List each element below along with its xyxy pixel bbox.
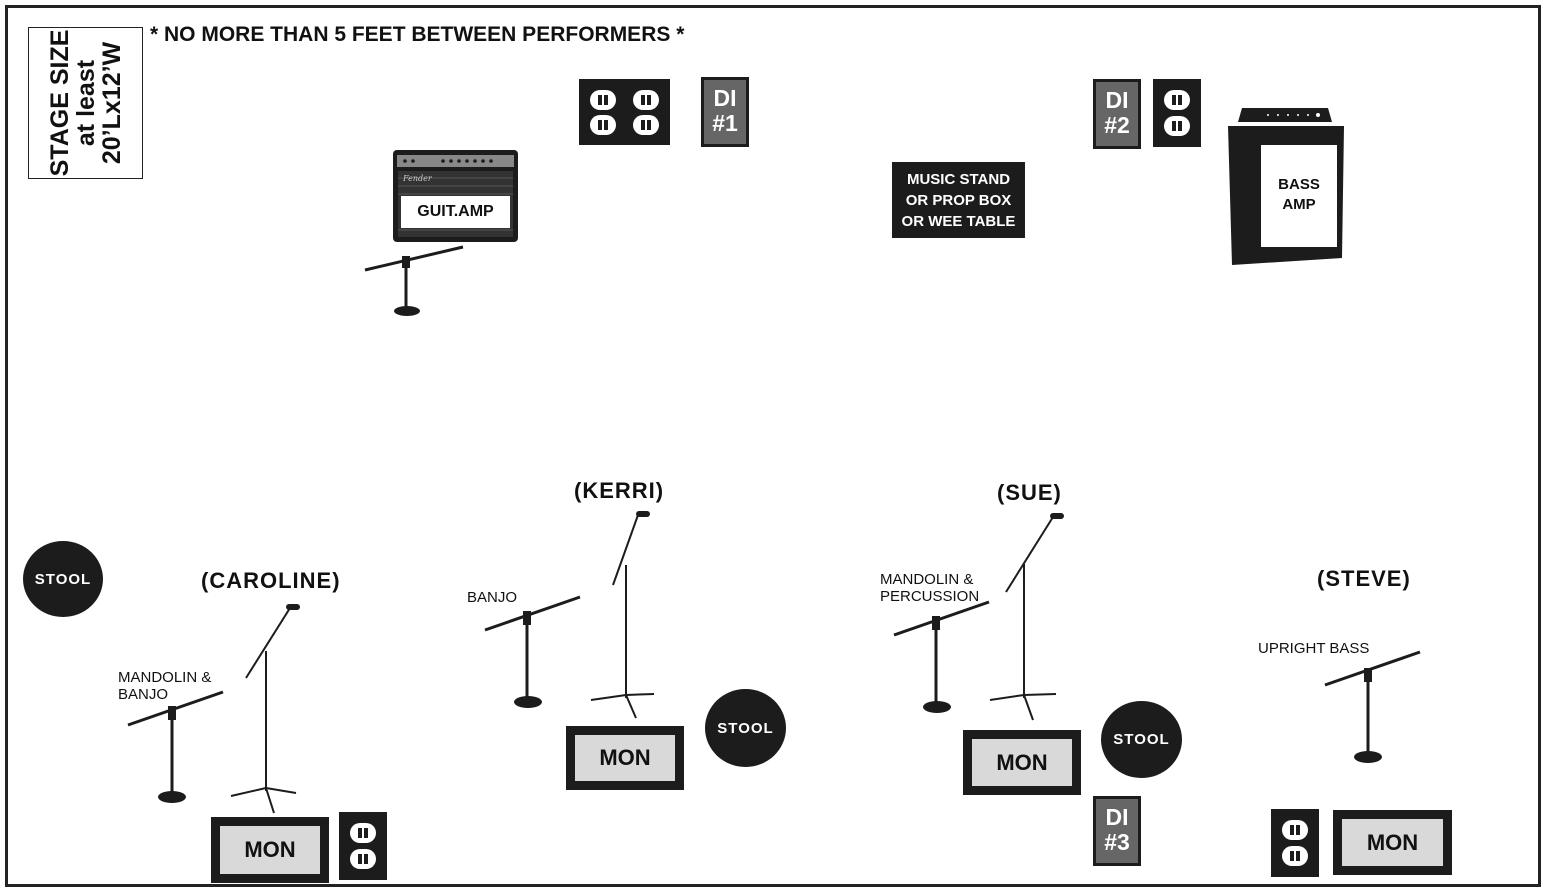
stool-kerri: STOOL (705, 689, 786, 767)
music-stand-line2: OR PROP BOX (905, 192, 1012, 209)
performer-sue-instrument: MANDOLIN & PERCUSSION (880, 571, 979, 605)
monitor-kerri: MON (566, 726, 684, 790)
monitor-steve: MON (1333, 810, 1452, 875)
kerri-boom-mic-stand-icon (484, 595, 581, 708)
performer-caroline-name: (CAROLINE) (201, 568, 341, 593)
duplex-power-outlet-icon (1153, 79, 1201, 147)
caroline-boom-mic-stand-icon (127, 690, 224, 803)
monitor-caroline: MON (211, 817, 329, 883)
performer-caroline-instrument: MANDOLIN & BANJO (118, 669, 211, 703)
stage-size-box: STAGE SIZE at least 20’Lx12’W (28, 27, 143, 179)
stage-border (5, 5, 1541, 887)
di-3-number: #3 (1104, 829, 1130, 855)
stool-sue: STOOL (1101, 701, 1182, 778)
guitar-amp-label: GUIT.AMP (401, 196, 510, 228)
di-2-label: DI (1105, 87, 1129, 113)
performer-kerri-instrument: BANJO (467, 589, 518, 606)
monitor-kerri-label: MON (575, 735, 675, 781)
bass-amp: BASS AMP (1228, 108, 1344, 265)
monitor-steve-label: MON (1342, 819, 1443, 866)
kerri-vocal-mic-stand-icon (590, 511, 655, 719)
caroline-vocal-mic-stand-icon (230, 604, 300, 814)
caroline-inst-line1: MANDOLIN & (118, 669, 212, 686)
bass-amp-label: BASS AMP (1261, 145, 1337, 247)
music-stand-box: MUSIC STAND OR PROP BOX OR WEE TABLE (892, 162, 1025, 238)
sue-inst-line1: MANDOLIN & (880, 571, 974, 588)
monitor-caroline-label: MON (220, 826, 320, 874)
amp-brand: Fender (402, 174, 433, 183)
caroline-inst-line2: BANJO (118, 686, 169, 703)
sue-inst-line2: PERCUSSION (880, 588, 980, 605)
performer-steve-instrument: UPRIGHT BASS (1258, 640, 1370, 657)
stage-size-line3: 20’Lx12’W (97, 41, 126, 165)
performer-steve-name: (STEVE) (1317, 566, 1411, 591)
guitar-amp: Fender GUIT.AMP (393, 150, 518, 242)
steve-boom-mic-stand-icon (1324, 650, 1421, 763)
di-2-number: #2 (1104, 112, 1130, 138)
stool-left: STOOL (23, 541, 103, 617)
quad-power-outlet-icon (579, 79, 670, 145)
bass-amp-line1: BASS (1278, 176, 1320, 193)
stage-size-line1: STAGE SIZE (45, 29, 74, 177)
bass-amp-line2: AMP (1282, 196, 1316, 213)
sue-vocal-mic-stand-icon (989, 513, 1064, 721)
monitor-sue: MON (963, 730, 1081, 795)
spacing-note: * NO MORE THAN 5 FEET BETWEEN PERFORMERS… (150, 23, 685, 46)
caroline-power-outlet-icon (339, 812, 387, 880)
di-3-label: DI (1105, 804, 1129, 830)
stage-size-line2: at least (71, 59, 100, 147)
performer-sue-name: (SUE) (997, 480, 1062, 505)
performer-kerri-name: (KERRI) (574, 478, 665, 503)
guitar-amp-mic-stand-icon (364, 245, 464, 316)
music-stand-line3: OR WEE TABLE (901, 213, 1016, 230)
di-box-2: DI #2 (1093, 79, 1141, 149)
di-box-1: DI #1 (701, 77, 749, 147)
music-stand-line1: MUSIC STAND (906, 171, 1011, 188)
di-1-number: #1 (712, 110, 738, 136)
di-box-3: DI #3 (1093, 796, 1141, 866)
monitor-sue-label: MON (972, 739, 1072, 786)
di-1-label: DI (713, 85, 737, 111)
steve-power-outlet-icon (1271, 809, 1319, 877)
sue-boom-mic-stand-icon (893, 600, 990, 713)
